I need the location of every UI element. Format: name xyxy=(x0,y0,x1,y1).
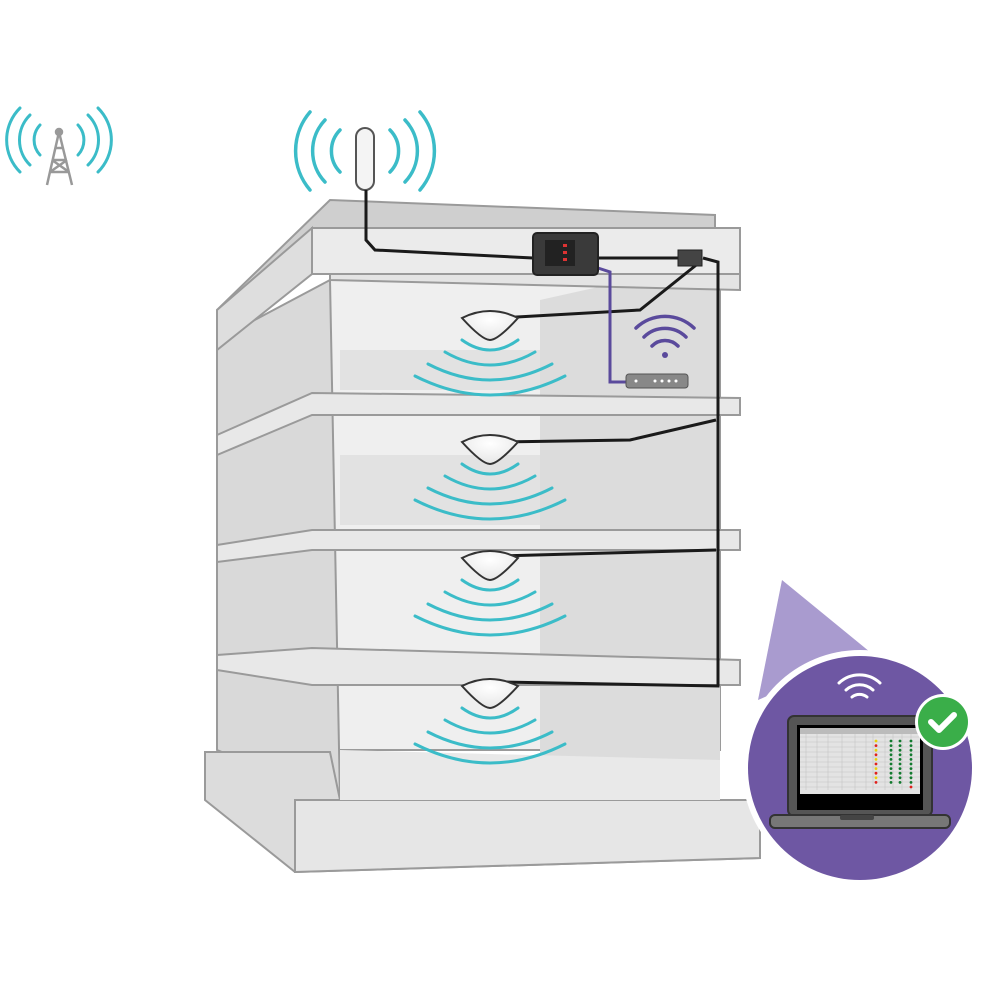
signal-wave xyxy=(460,706,520,720)
status-dot xyxy=(898,776,902,780)
spotlight xyxy=(758,580,870,700)
signal-wave xyxy=(460,338,520,352)
floor-slab xyxy=(216,391,741,686)
coax-cable xyxy=(364,190,720,688)
signal-wave xyxy=(426,362,554,382)
status-dot xyxy=(909,753,913,757)
ceiling-antenna-icon xyxy=(413,434,567,521)
signal-wave xyxy=(413,742,567,765)
cell-tower-icon xyxy=(5,106,113,186)
status-dot xyxy=(874,758,878,761)
ceiling-antenna-icon xyxy=(413,550,567,637)
donor-antenna-icon xyxy=(293,110,437,192)
status-dot xyxy=(874,771,878,775)
status-dot xyxy=(909,785,913,789)
status-dot xyxy=(874,744,878,747)
status-dot xyxy=(898,767,902,770)
status-dot xyxy=(909,767,913,770)
signal-wave xyxy=(443,590,537,607)
wifi-router-icon xyxy=(625,314,696,389)
status-dot xyxy=(889,762,893,766)
status-dot xyxy=(909,739,913,743)
status-dot xyxy=(909,781,913,784)
laptop-monitoring-badge xyxy=(742,650,978,886)
status-dot xyxy=(889,758,893,761)
status-dot xyxy=(889,744,893,747)
signal-booster-icon xyxy=(532,232,599,276)
status-dot xyxy=(874,781,878,784)
status-dot xyxy=(909,776,913,780)
signal-wave xyxy=(443,350,537,367)
laptop-icon xyxy=(769,715,951,829)
status-dot xyxy=(889,753,893,757)
signal-wave xyxy=(443,474,537,491)
status-dot xyxy=(874,748,878,752)
check-badge-icon xyxy=(915,694,971,750)
status-dot xyxy=(909,758,913,761)
status-dot xyxy=(889,781,893,784)
ceiling-antenna-icon xyxy=(413,310,567,397)
wifi-icon xyxy=(837,673,882,699)
status-dot xyxy=(874,767,878,770)
status-dot xyxy=(874,739,878,743)
status-dot xyxy=(909,771,913,775)
status-dot xyxy=(898,771,902,775)
status-dot xyxy=(909,748,913,752)
signal-wave xyxy=(426,486,554,506)
status-dot xyxy=(898,762,902,766)
signal-wave xyxy=(413,374,567,397)
signal-wave xyxy=(426,730,554,750)
ethernet-cable xyxy=(597,266,628,384)
status-dot xyxy=(898,758,902,761)
signal-wave xyxy=(413,614,567,637)
status-dot xyxy=(898,739,902,743)
status-dot xyxy=(898,781,902,784)
status-dot xyxy=(889,771,893,775)
status-dot xyxy=(909,762,913,766)
signal-wave xyxy=(460,462,520,476)
status-dot xyxy=(889,739,893,743)
ceiling-antenna-icon xyxy=(413,678,567,765)
status-dot xyxy=(889,748,893,752)
signal-wave xyxy=(426,602,554,622)
status-dot xyxy=(898,744,902,747)
splitter-icon xyxy=(677,249,703,267)
status-dot xyxy=(874,776,878,780)
status-dot xyxy=(909,744,913,747)
building xyxy=(204,198,761,874)
status-dot xyxy=(898,748,902,752)
signal-wave xyxy=(413,498,567,521)
status-dot xyxy=(889,776,893,780)
status-dot xyxy=(898,753,902,757)
status-dot xyxy=(889,767,893,770)
signal-wave xyxy=(443,718,537,735)
status-dot xyxy=(874,753,878,757)
signal-wave xyxy=(460,578,520,592)
status-dot xyxy=(874,762,878,766)
